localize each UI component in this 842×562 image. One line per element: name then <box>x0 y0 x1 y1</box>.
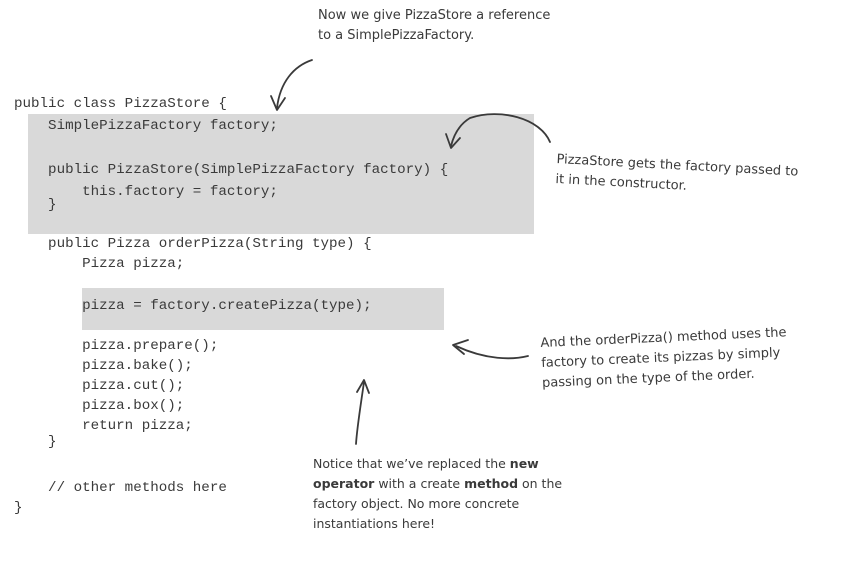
arrow-top <box>276 59 313 109</box>
code-line: return pizza; <box>14 418 193 434</box>
arrow-middle <box>455 345 529 360</box>
code-line: SimplePizzaFactory factory; <box>14 118 278 134</box>
annotation-bold-text: operator <box>313 476 375 491</box>
annotation-text: Notice that we’ve replaced the <box>313 456 510 471</box>
code-line: pizza.box(); <box>14 398 185 414</box>
code-line: pizza = factory.createPizza(type); <box>14 298 372 314</box>
code-line: public Pizza orderPizza(String type) { <box>14 236 372 252</box>
code-listing: public class PizzaStore { SimplePizzaFac… <box>0 0 448 516</box>
arrow-right-head <box>445 133 461 149</box>
arrow-top-head <box>270 95 286 111</box>
annotation-text: with a create <box>374 476 465 491</box>
code-line: pizza.prepare(); <box>14 338 219 354</box>
code-line: public class PizzaStore { <box>14 96 227 112</box>
annotation-bold-text: method <box>464 476 519 491</box>
arrow-right <box>450 113 551 147</box>
annotation-line: instantiations here! <box>313 516 436 531</box>
code-line: } <box>14 434 57 450</box>
code-line: public PizzaStore(SimplePizzaFactory fac… <box>14 162 449 178</box>
arrow-bottom-head <box>356 379 370 394</box>
annotation-line: operator with a create method on the <box>313 474 562 494</box>
annotation-line: factory object. No more concrete <box>313 496 520 511</box>
constructor-highlight <box>28 114 534 234</box>
annotation-line: Notice that we’ve replaced the new <box>313 454 562 474</box>
code-line: } <box>14 197 57 213</box>
code-line: this.factory = factory; <box>14 184 278 200</box>
code-line: pizza.cut(); <box>14 378 185 394</box>
annotation-factory-reference: Now we give PizzaStore a reference to a … <box>318 6 550 46</box>
code-line: Pizza pizza; <box>14 256 185 272</box>
code-line: pizza.bake(); <box>14 358 193 374</box>
annotation-text: on the <box>518 476 563 491</box>
arrow-middle-head <box>452 339 469 355</box>
annotation-line: to a SimplePizzaFactory. <box>318 28 475 43</box>
annotation-bold-text: new <box>509 456 539 471</box>
create-pizza-highlight <box>82 288 444 330</box>
code-line: } <box>14 500 23 516</box>
code-line: // other methods here <box>14 480 227 496</box>
annotation-line: Now we give PizzaStore a reference <box>318 8 551 23</box>
arrow-bottom <box>355 381 365 445</box>
annotation-new-operator: Notice that we’ve replaced the new opera… <box>313 454 562 534</box>
